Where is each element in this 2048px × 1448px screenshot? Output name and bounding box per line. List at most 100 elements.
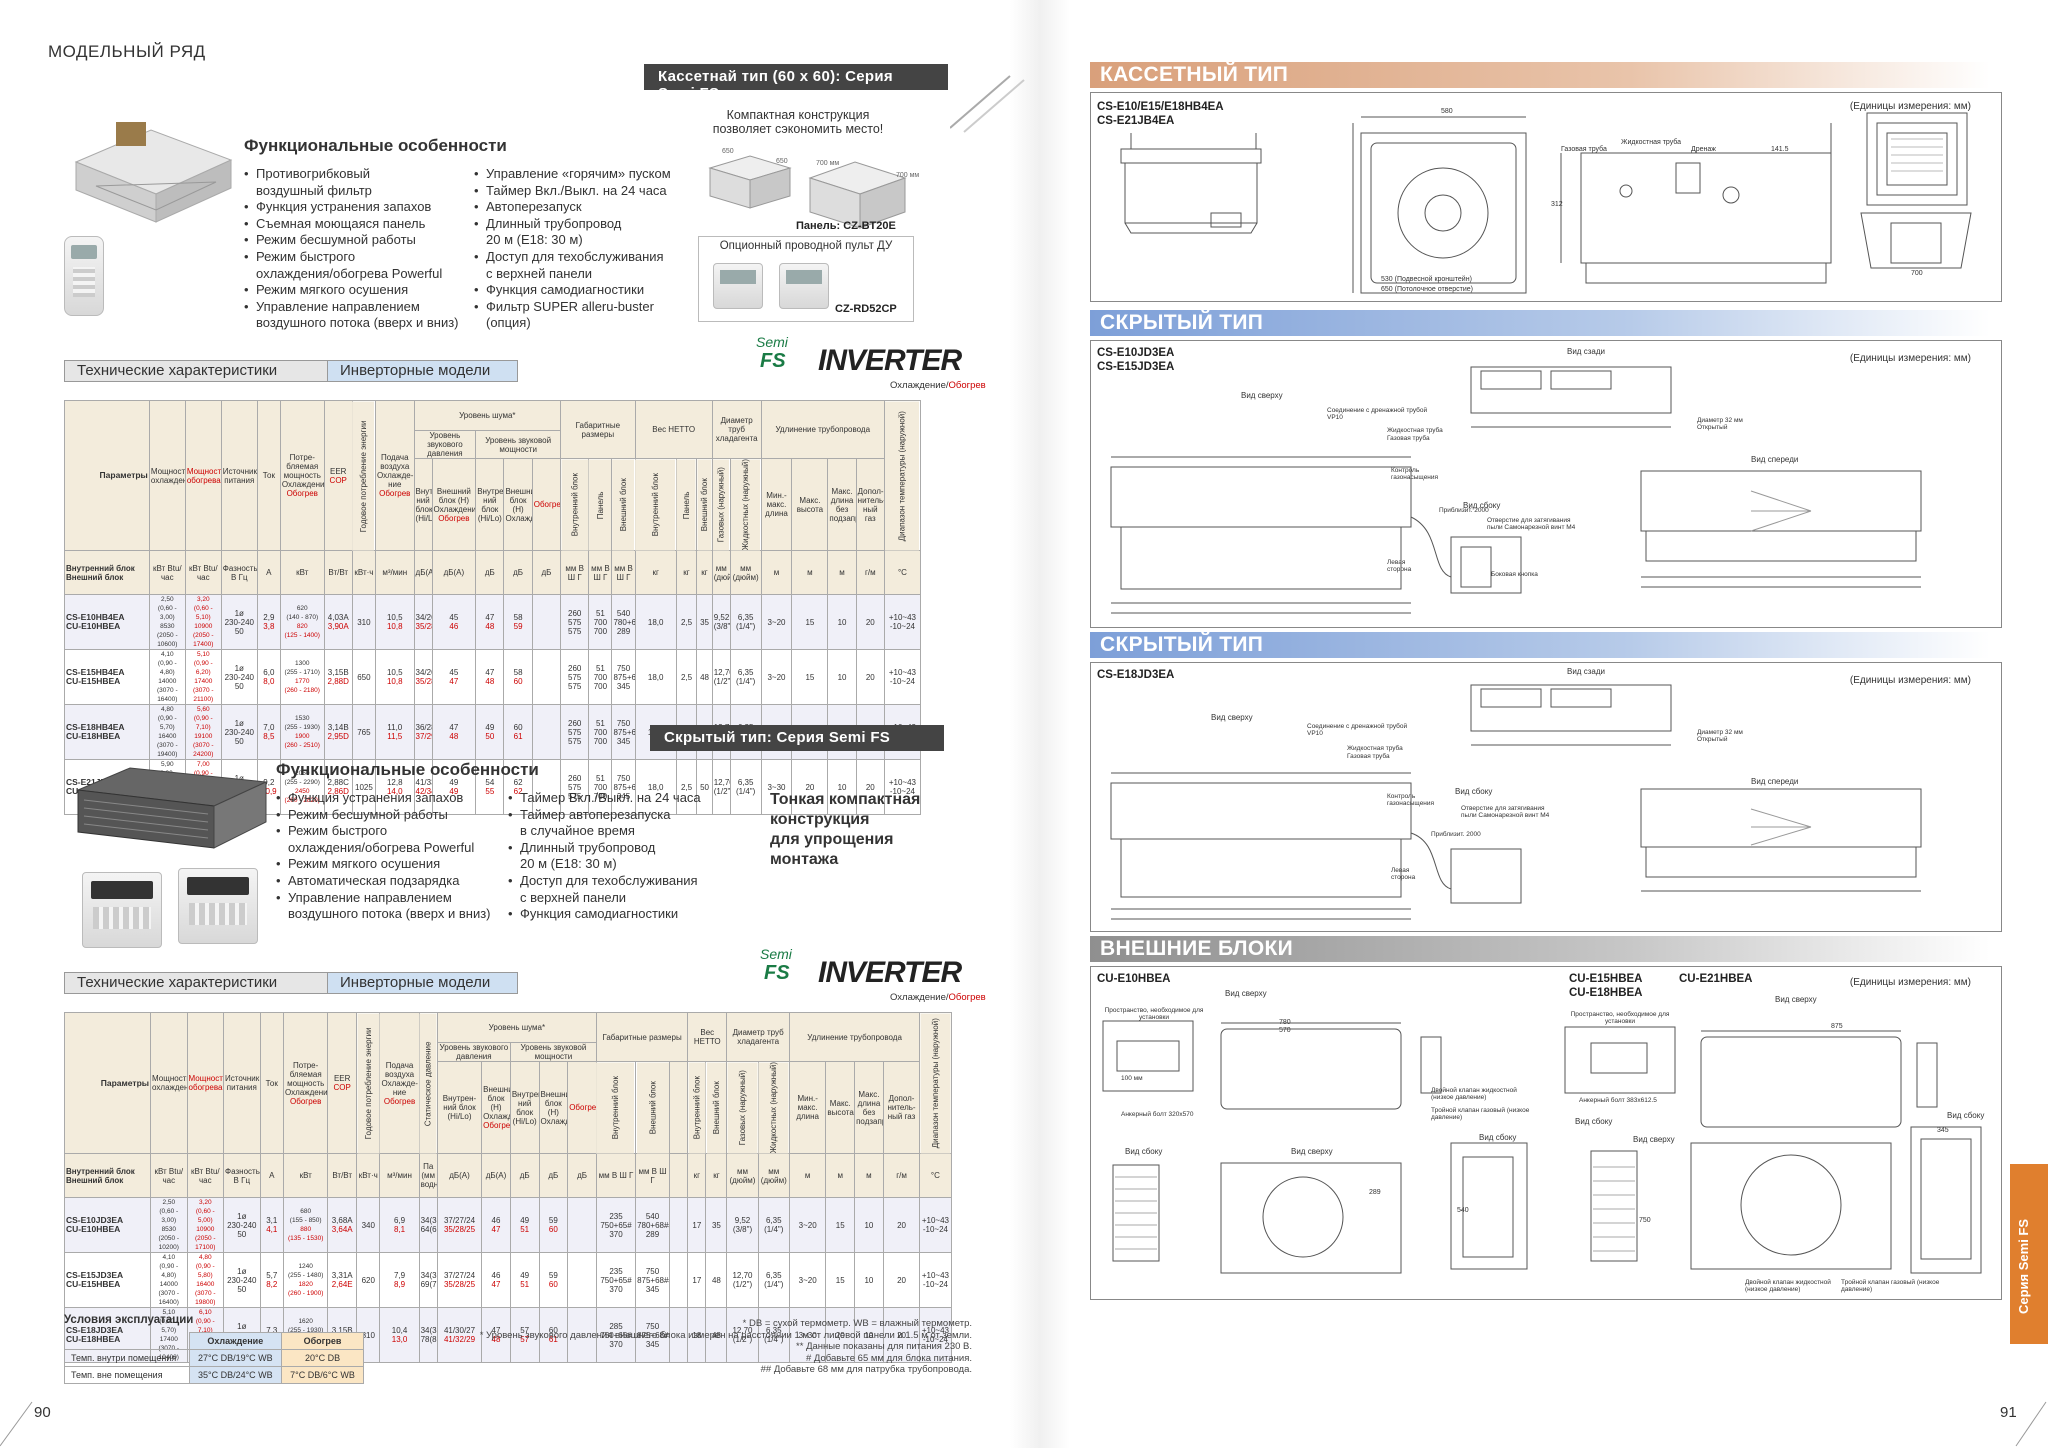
table-cell: м	[854, 1153, 884, 1199]
page-header: МОДЕЛЬНЫЙ РЯД	[48, 42, 206, 61]
dim-label: 141.5	[1771, 146, 1789, 153]
table-cell: А	[259, 1153, 285, 1199]
table-cell	[567, 1252, 597, 1309]
table-cell: Мощность охлаждения	[148, 399, 186, 552]
outdoor-section-title: ВНЕШНИЕ БЛОКИ	[1090, 936, 1990, 962]
feature-item: Доступ для техобслуживания	[508, 873, 738, 890]
table-cell: Макс. длина без подзаправки	[827, 457, 857, 552]
table-cell: Источник питания	[220, 399, 258, 552]
table-cell: 20	[882, 1252, 921, 1309]
table-cell: Потре-бляемая мощность Охлаждение Обогре…	[279, 399, 325, 552]
top-view-label: Вид сверху	[1241, 391, 1283, 400]
table-cell: Фазность В Гц	[220, 550, 258, 596]
table-cell: кВт Btu/час	[148, 550, 186, 596]
table-cell: дБ	[538, 1153, 569, 1199]
table-cell: 15	[791, 594, 829, 651]
feature-item: Функция самодиагностики	[508, 906, 738, 923]
table-cell: Вт/Вт	[323, 550, 353, 596]
top-view-label: Вид сверху	[1775, 995, 1817, 1004]
drawing-model-label: CU-E18HBEA	[1569, 987, 1643, 999]
cassette-dimension-drawing	[1120, 112, 1972, 294]
units-note: (Единицы измерения: мм)	[1849, 675, 1971, 686]
table-cell: Мин.- макс. длина	[760, 457, 793, 552]
wired-remote-image	[779, 263, 829, 309]
dim-label: 875	[1831, 1023, 1843, 1030]
table-cell: Внутрен-ний блок (Hi/Lo)	[509, 1060, 540, 1155]
table-cell: Жидкостных (наружный)	[730, 458, 762, 551]
table-cell: 1530(255 - 1930)1900(260 - 2510)	[279, 704, 325, 761]
series-side-tab: Серия Semi FS	[2010, 1164, 2048, 1344]
feature-item: Таймер автоперезапуска	[508, 807, 738, 824]
top-view-label: Вид сверху	[1291, 1147, 1333, 1156]
table-cell: Мощность охлаждения	[150, 1011, 188, 1155]
ducted-dimension-drawing-2	[1110, 684, 1922, 920]
table-cell: 765	[351, 704, 376, 761]
table-cell: Внешний блок (H) Охлаждение	[503, 457, 533, 552]
hidden-features-right: Таймер Вкл./Выкл. на 24 часа Таймер авто…	[508, 790, 738, 923]
bolt-hole-label: Отверстие для затягивания пыли Самонарез…	[1461, 805, 1550, 819]
table-cell: мм (дюйм)	[729, 550, 762, 596]
table-cell: °C	[919, 1153, 952, 1199]
anchor-bolt-label: Анкерный болт 383х612.5	[1579, 1097, 1657, 1104]
table-cell: 650	[351, 649, 376, 706]
table-cell: дБ	[475, 550, 505, 596]
table-cell: Панель	[588, 458, 612, 551]
table-cell: дБ	[509, 1153, 540, 1199]
side-view-label: Вид сбоку	[1455, 787, 1493, 796]
drain-label: Дренаж	[1691, 146, 1716, 153]
table-cell: 2,50(0,60 - 3,00)8530(2050 - 10600)	[148, 594, 186, 651]
cassette-section-title: КАССЕТНЫЙ ТИП	[1090, 62, 1990, 88]
gas-valve-label: Тройной клапан газовый (низкое давление)	[1841, 1279, 1940, 1293]
table-cell: Внешний блок	[705, 1061, 727, 1154]
table-cell	[668, 1307, 689, 1364]
gas-valve-label: Тройной клапан газовый (низкое давление)	[1431, 1107, 1530, 1121]
side-view-label: Вид сбоку	[1479, 1133, 1517, 1142]
table-cell: 10	[854, 1197, 884, 1254]
table-cell: 6,35(1/4")	[757, 1197, 790, 1254]
table-cell: кВт·ч	[356, 1153, 381, 1199]
table-cell: 3,20(0,60 - 5,00)10900(2050 - 17100)	[186, 1197, 225, 1254]
liquid-pipe-label: Жидкостная труба	[1347, 745, 1403, 752]
cassette-features-right: Управление «горячим» пуском Таймер Вкл./…	[474, 166, 704, 332]
inverter-logo: INVERTER	[818, 344, 962, 377]
table-cell: дБ(А)	[481, 1153, 511, 1199]
diameter-label: Диаметр 32 мм Открытый	[1697, 729, 1743, 743]
cassette-features-title: Функциональные особенности	[244, 136, 507, 155]
table-cell: Уровень шума*	[436, 1012, 597, 1043]
table-cell: 12,70(1/2")	[711, 649, 731, 706]
table-cell	[531, 704, 562, 761]
table-cell: 10	[854, 1252, 884, 1309]
table-cell: 34/26/2335/28/25	[413, 649, 433, 706]
feature-item: с верхней панели	[520, 889, 627, 905]
top-view-label: Вид сверху	[1633, 1135, 1675, 1144]
tech-specs-label: Технические характеристики	[64, 972, 328, 994]
table-cell: Фазность В Гц	[223, 1153, 261, 1199]
table-cell: кВт·ч	[351, 550, 376, 596]
wired-remote-image	[178, 868, 258, 944]
table-cell: 48	[696, 649, 713, 706]
table-cell: 2,5	[675, 649, 698, 706]
table-cell: Подача воздуха Охлажде-ние Обогрев	[374, 399, 415, 552]
table-cell: Внутренний блок	[560, 458, 589, 551]
table-cell: мм В Ш Г	[635, 1153, 670, 1199]
drawing-model-label: CS-E15JD3EA	[1097, 361, 1175, 373]
